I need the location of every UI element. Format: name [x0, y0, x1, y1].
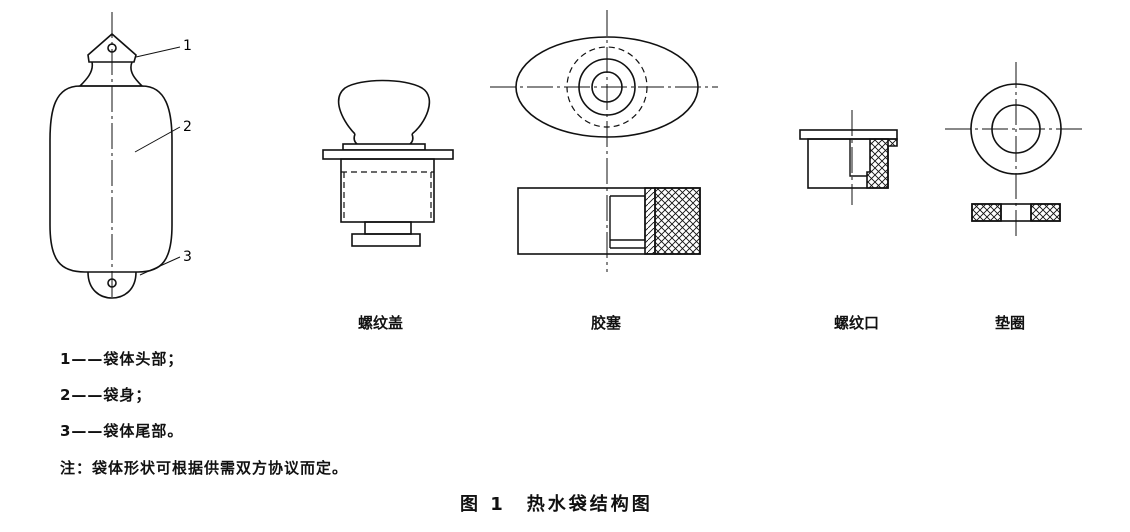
label-screw-cap: 螺纹盖 — [358, 314, 404, 332]
plug-dashed-circle — [566, 46, 648, 128]
legend-item-3: 3——袋体尾部。 — [60, 422, 184, 440]
figure-note: 注：袋体形状可根据供需双方协议而定。 — [60, 459, 349, 477]
label-gasket: 垫圈 — [995, 314, 1026, 332]
bag-body-drawing — [49, 12, 181, 300]
leader-3 — [139, 256, 181, 276]
plug-inner-ring — [591, 71, 623, 103]
gasket-drawing — [945, 62, 1083, 240]
bag-head — [87, 32, 137, 63]
rubber-plug-drawing — [490, 10, 718, 272]
label-screw-port: 螺纹口 — [834, 314, 880, 332]
legend-item-1: 1——袋体头部； — [60, 350, 184, 368]
screw-cap-body — [340, 158, 435, 223]
bag-neck — [78, 61, 144, 87]
plug-outer-ring — [578, 58, 636, 116]
legend-item-2: 2——袋身； — [60, 386, 152, 404]
bag-head-hole — [107, 43, 117, 53]
plug-section-hatch — [654, 187, 701, 255]
screw-cap-base — [351, 233, 421, 247]
plug-top-ellipse — [515, 36, 699, 138]
callout-2: 2 — [183, 119, 192, 135]
screw-cap-stem — [364, 221, 412, 235]
screw-port-drawing — [799, 110, 898, 205]
leader-2 — [134, 126, 181, 153]
gasket-section-right — [1030, 203, 1061, 222]
port-flange — [799, 129, 898, 140]
gasket-section-left — [971, 203, 1002, 222]
callout-1: 1 — [183, 38, 192, 54]
gasket-inner-circle — [991, 104, 1041, 154]
screw-cap-knob — [338, 79, 431, 135]
label-rubber-plug: 胶塞 — [591, 314, 622, 332]
screw-cap-drawing — [322, 79, 454, 247]
callout-3: 3 — [183, 249, 192, 265]
leader-1 — [135, 46, 181, 58]
bag-tail-hole — [107, 278, 117, 288]
figure-caption: 图 1 热水袋结构图 — [460, 494, 653, 515]
screw-cap-seat — [342, 143, 426, 151]
bag-body-outline — [49, 85, 173, 273]
bag-tail — [87, 271, 137, 299]
gasket-outer-circle — [970, 83, 1062, 175]
plug-section-diag — [644, 187, 656, 255]
port-hatch — [866, 138, 898, 189]
screw-cap-flange — [322, 149, 454, 160]
